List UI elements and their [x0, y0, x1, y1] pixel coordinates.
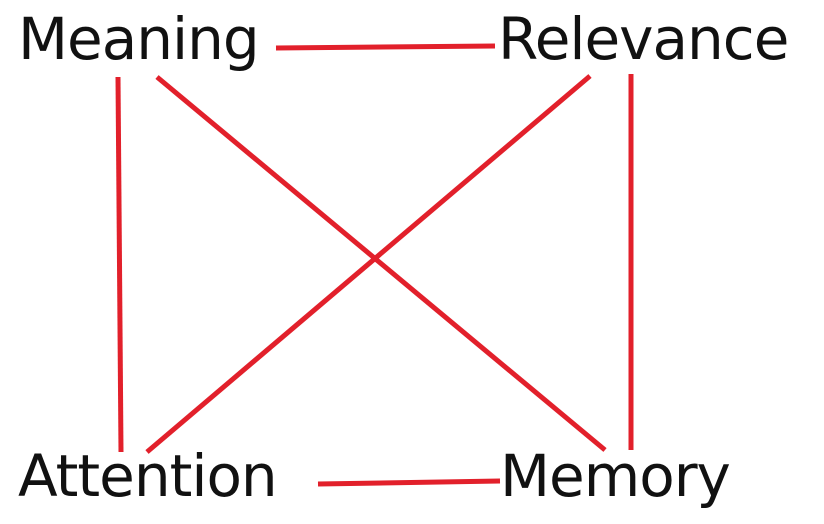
- node-relevance: Relevance: [498, 5, 789, 73]
- node-memory: Memory: [500, 442, 731, 510]
- edge-meaning-relevance: [275, 43, 496, 51]
- edge-meaning-attention: [115, 76, 124, 453]
- node-attention: Attention: [18, 442, 278, 510]
- edge-relevance-attention: [145, 74, 592, 454]
- edge-meaning-memory: [155, 75, 607, 452]
- node-meaning: Meaning: [18, 5, 260, 73]
- edge-attention-memory: [317, 478, 501, 487]
